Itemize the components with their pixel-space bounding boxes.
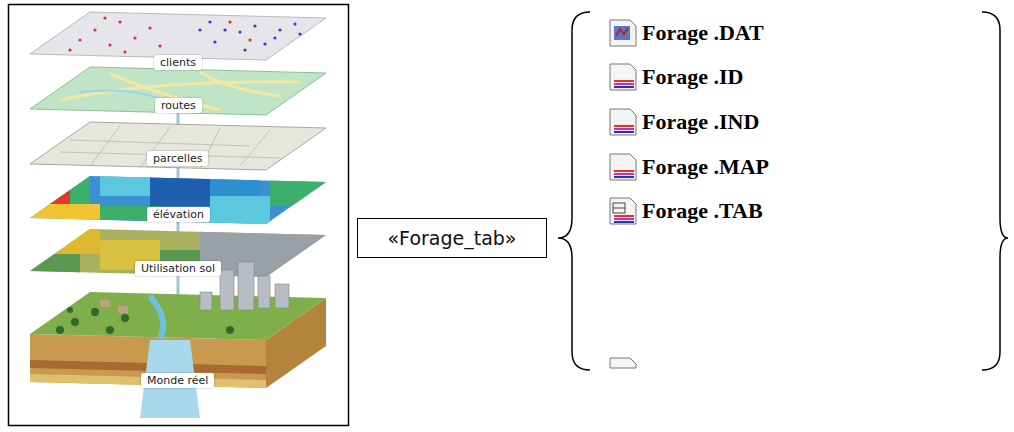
layer-label: routes <box>155 98 202 113</box>
partial-icon <box>610 358 636 368</box>
clients-layer <box>30 12 326 60</box>
table-box: «Forage_tab» <box>357 218 547 258</box>
frame <box>9 5 349 426</box>
layer-label: clients <box>154 55 202 70</box>
dat-icon <box>610 20 636 46</box>
node-text: élévation <box>153 208 204 221</box>
file-icon <box>610 154 636 180</box>
routes-layer <box>30 67 326 115</box>
file-name: Forage .TAB <box>642 198 763 224</box>
node-text: parcelles <box>153 152 202 165</box>
land-use-layer <box>30 229 330 280</box>
file-name: Forage .MAP <box>642 154 769 180</box>
file-icon <box>610 64 636 90</box>
layer-label: Monde réel <box>141 373 214 388</box>
file-name: Forage .IND <box>642 109 759 135</box>
layer-label: Utilisation sol <box>135 261 221 276</box>
node-text: routes <box>161 99 196 112</box>
file-name: Forage .ID <box>642 64 743 90</box>
tab-icon <box>610 198 636 224</box>
node-text: clients <box>160 56 196 69</box>
elevation-layer <box>30 176 330 226</box>
file-name: Forage .DAT <box>642 20 764 46</box>
node-text: «Forage_tab» <box>388 227 517 249</box>
file-icon <box>610 109 636 135</box>
layer-label: élévation <box>147 207 210 222</box>
node-text: Utilisation sol <box>141 262 215 275</box>
right-brace <box>982 12 1008 370</box>
left-brace <box>558 12 590 370</box>
layer-label: parcelles <box>147 151 208 166</box>
real-world-block <box>30 262 326 418</box>
parcelles-layer <box>30 122 326 170</box>
node-text: Monde réel <box>147 374 208 387</box>
